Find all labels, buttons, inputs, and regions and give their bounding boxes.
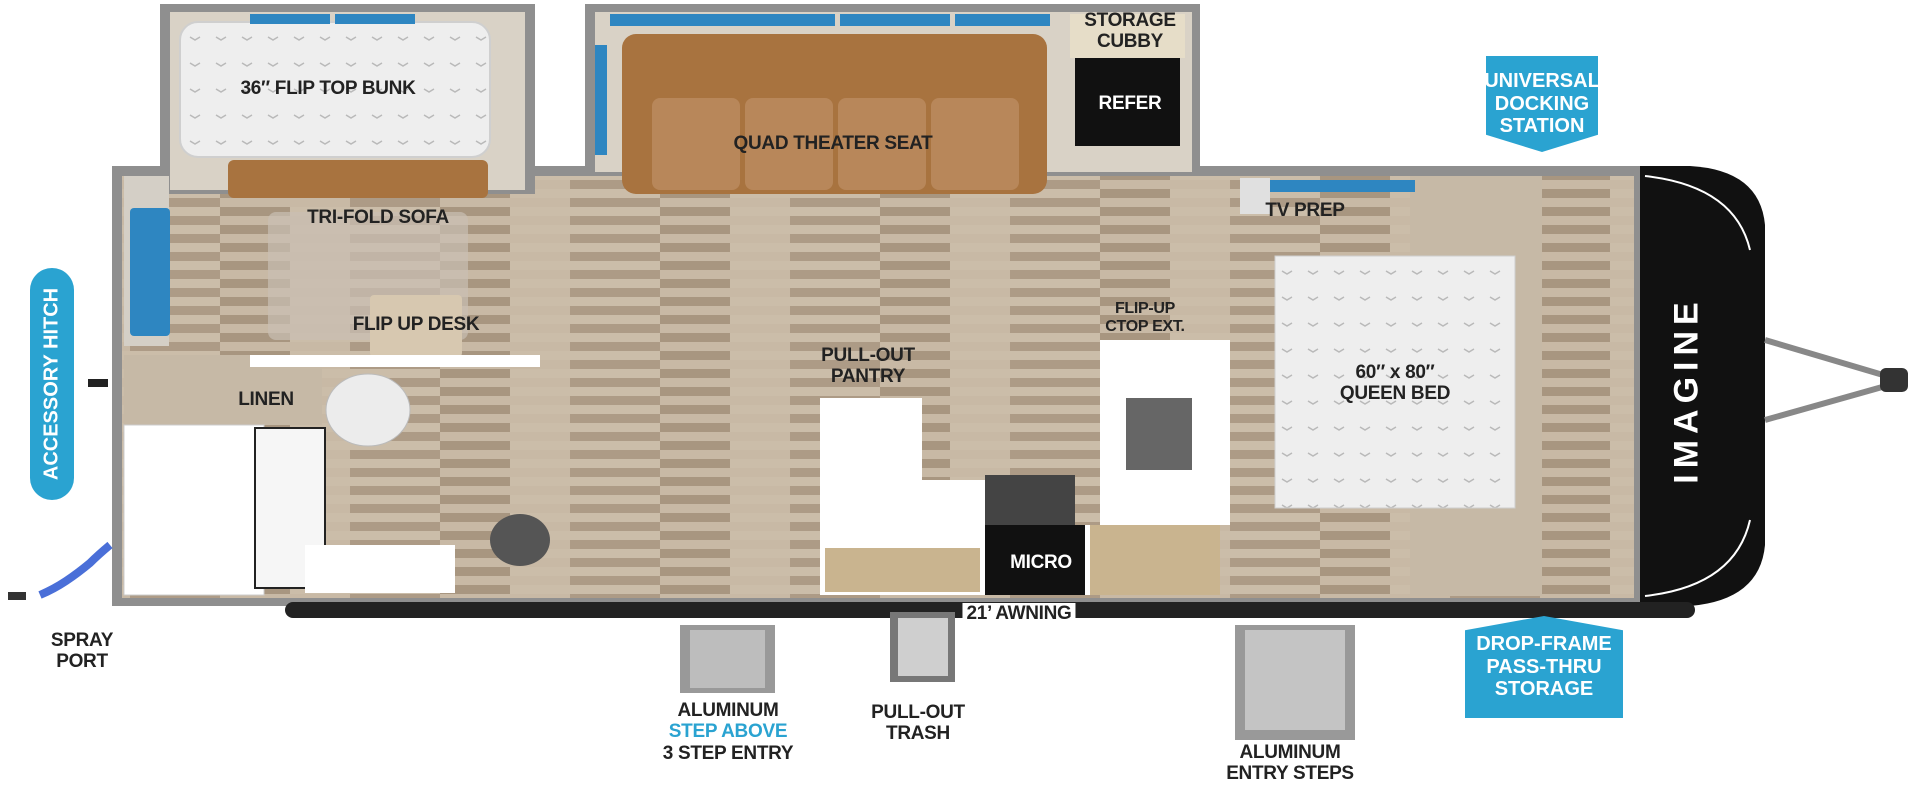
bunk-slideout	[160, 4, 535, 198]
flip-up-desk-label: FLIP UP DESK	[352, 314, 480, 335]
pull-out-pantry-line1: PULL-OUT	[821, 345, 915, 366]
aluminum-entry-steps-line1: ALUMINUM	[1239, 742, 1341, 763]
accessory-hitch-label: ACCESSORY HITCH	[40, 287, 63, 481]
entry-steps-front	[1235, 625, 1355, 740]
pull-out-pantry-label: PULL-OUT PANTRY	[821, 345, 915, 388]
aluminum-step-line3: 3 STEP ENTRY	[662, 742, 794, 764]
front-cap	[1640, 166, 1765, 606]
bedroom	[1240, 176, 1542, 596]
queen-bed-line1: 60″ x 80″	[1355, 362, 1435, 383]
storage-cubby-line1: STORAGE	[1084, 10, 1176, 31]
flip-top-bunk-label: 36″ FLIP TOP BUNK	[240, 78, 416, 99]
awning-label: 21’ AWNING	[962, 603, 1076, 625]
spray-port-line1: SPRAY	[50, 630, 114, 651]
spray-port-line2: PORT	[56, 651, 108, 673]
entry-steps-rear	[680, 625, 775, 693]
queen-bed-line2: QUEEN BED	[1339, 383, 1451, 405]
micro-label: MICRO	[1010, 552, 1072, 573]
drop-frame-line3: STORAGE	[1494, 678, 1594, 701]
accessory-hitch-callout: ACCESSORY HITCH	[30, 268, 74, 500]
desk-area	[250, 212, 540, 367]
spray-port-label: SPRAY PORT	[50, 630, 114, 673]
storage-cubby-line2: CUBBY	[1096, 31, 1164, 53]
tv-prep-label: TV PREP	[1265, 200, 1345, 221]
pull-out-trash-label: PULL-OUT TRASH	[871, 702, 965, 745]
universal-docking-line3: STATION	[1499, 115, 1585, 138]
aluminum-entry-steps-label: ALUMINUM ENTRY STEPS	[1226, 742, 1354, 785]
pull-out-trash-line2: TRASH	[886, 723, 950, 745]
theater-slideout	[585, 4, 1200, 194]
drop-frame-line2: PASS-THRU	[1486, 655, 1602, 678]
linen-label: LINEN	[238, 389, 294, 410]
universal-docking-line2: DOCKING	[1494, 92, 1590, 115]
refer-label: REFER	[1098, 93, 1162, 114]
flip-up-ctop-line1: FLIP-UP	[1114, 300, 1176, 317]
universal-docking-callout: UNIVERSAL DOCKING STATION	[1486, 56, 1598, 152]
storage-cubby-label: STORAGE CUBBY	[1084, 10, 1176, 53]
tongue-frame	[1764, 337, 1908, 423]
drop-frame-line1: DROP-FRAME	[1476, 633, 1612, 656]
quad-theater-seat-label: QUAD THEATER SEAT	[733, 133, 933, 154]
flip-up-ctop-label: FLIP-UP CTOP EXT.	[1105, 300, 1185, 336]
queen-bed-label: 60″ x 80″ QUEEN BED	[1339, 362, 1451, 405]
aluminum-step-label: ALUMINUM STEP ABOVE 3 STEP ENTRY	[663, 700, 794, 764]
brand-name: IMAGINE	[1667, 296, 1706, 484]
universal-docking-line1: UNIVERSAL	[1484, 70, 1600, 93]
trash-pullout	[890, 612, 955, 682]
tri-fold-sofa-label: TRI-FOLD SOFA	[307, 207, 449, 228]
spray-port-hose	[8, 379, 113, 600]
kitchen-island	[820, 340, 1230, 595]
flip-up-ctop-line2: CTOP EXT.	[1105, 317, 1185, 335]
pull-out-pantry-line2: PANTRY	[830, 366, 906, 388]
drop-frame-callout: DROP-FRAME PASS-THRU STORAGE	[1465, 616, 1623, 718]
pull-out-trash-line1: PULL-OUT	[871, 702, 965, 723]
brand-logo: IMAGINE	[1667, 270, 1707, 510]
aluminum-step-line1: ALUMINUM	[677, 700, 779, 721]
aluminum-step-line2: STEP ABOVE	[668, 721, 788, 743]
bath-area	[123, 176, 550, 596]
aluminum-entry-steps-line2: ENTRY STEPS	[1226, 763, 1354, 785]
